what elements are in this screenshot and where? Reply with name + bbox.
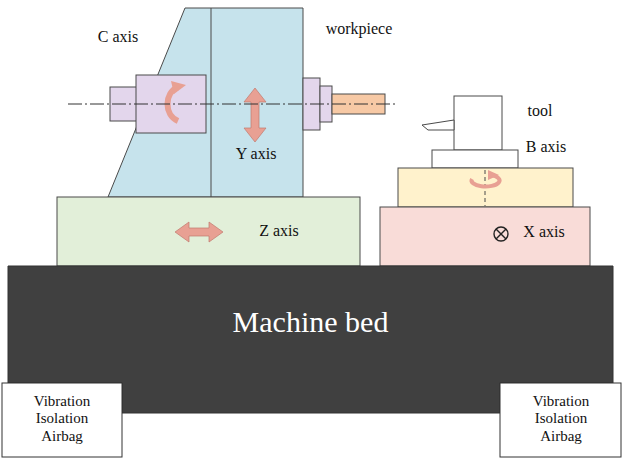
z-axis-slide-shape — [57, 197, 360, 266]
axis-label: Vibration Isolation Airbag — [22, 393, 102, 445]
c-axis-spindle: C axis — [108, 73, 208, 135]
axis-label: C axis — [86, 28, 150, 46]
workpiece-shape — [303, 78, 387, 130]
x-axis-slide: X axis — [380, 207, 590, 266]
cutting-tool: tool — [420, 96, 504, 150]
axis-label: workpiece — [317, 20, 401, 38]
axis-label: Y axis — [220, 145, 292, 163]
axis-label: Z axis — [247, 222, 311, 240]
b-axis-table: B axis — [398, 150, 573, 207]
b-axis-table-shape — [398, 150, 573, 207]
axis-label: Machine bed — [178, 305, 443, 340]
axis-label: X axis — [512, 223, 576, 241]
cutting-tool-shape — [420, 96, 504, 150]
z-axis-slide: Z axis — [57, 197, 360, 266]
c-axis-spindle-shape — [108, 73, 208, 135]
vibration-airbag: Vibration Isolation Airbag — [2, 383, 122, 457]
axis-label: Vibration Isolation Airbag — [521, 393, 601, 445]
workpiece: workpiece — [303, 78, 387, 130]
axis-label: tool — [518, 102, 562, 120]
vibration-airbag: Vibration Isolation Airbag — [500, 383, 621, 457]
spindle-centerline — [68, 104, 396, 105]
axis-label: B axis — [520, 138, 572, 156]
